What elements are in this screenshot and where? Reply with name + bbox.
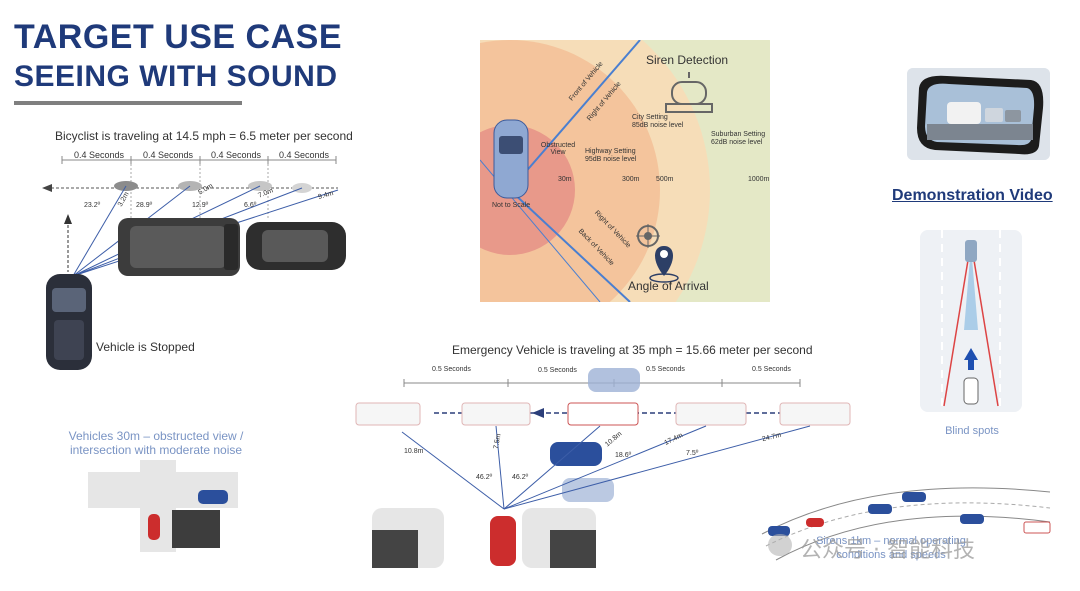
watermark: 公众号 · 智能科技	[800, 538, 975, 563]
highway-caption-line2: conditions and speeds	[836, 549, 946, 561]
wechat-icon	[768, 534, 792, 556]
ambulance-4	[675, 402, 747, 426]
title-divider	[14, 101, 242, 105]
bicycle-angle-2: 28.9º	[136, 202, 153, 209]
city-setting-label: City Setting	[632, 114, 668, 121]
stopped-vehicle-label: Vehicle is Stopped	[96, 340, 195, 354]
bicycle-angle-3: 12.9º	[192, 202, 209, 209]
siren-detection-label: Siren Detection	[646, 53, 729, 67]
ambulance-3	[567, 402, 639, 426]
red-car	[490, 516, 516, 566]
siren-panel: Front of Vehicle Right of Vehicle Right …	[480, 40, 770, 302]
demonstration-video-link[interactable]: Demonstration Video	[892, 187, 1053, 204]
emergency-diagram	[355, 368, 851, 568]
suburban-setting-label: Suburban Setting	[711, 131, 766, 138]
ego-vehicle	[493, 119, 529, 199]
parked-car	[246, 222, 346, 270]
red-car	[148, 514, 160, 540]
ambulance-2	[461, 402, 531, 426]
ambulance-5	[779, 402, 851, 426]
bicycle-interval-1: 0.4 Seconds	[74, 150, 125, 160]
range-300m-label: 300m	[622, 176, 640, 183]
bicycle-interval-2: 0.4 Seconds	[143, 150, 194, 160]
highway-noise-label: 95dB noise level	[585, 156, 637, 163]
angle-of-arrival-label: Angle of Arrival	[628, 279, 709, 293]
emergency-angle-2: 46.2º	[512, 474, 529, 481]
side-mirror-image	[907, 68, 1050, 160]
ambulance-1	[355, 402, 421, 426]
emergency-angle-4: 7.5º	[686, 450, 699, 457]
range-500m-label: 500m	[656, 176, 674, 183]
emergency-distance-1: 10.8m	[404, 448, 424, 455]
blind-spot-diagram	[920, 230, 1022, 412]
emergency-interval-4: 0.5 Seconds	[752, 366, 791, 373]
highway-setting-label: Highway Setting	[585, 148, 636, 155]
emergency-angle-3: 18.6º	[615, 452, 632, 459]
siren-icon	[665, 72, 713, 113]
not-to-scale-label: Not to Scale	[492, 202, 531, 209]
bicycle-angle-1: 23.2º	[84, 202, 101, 209]
ambulance	[1023, 521, 1051, 534]
intersection-diagram	[88, 460, 238, 552]
page-subtitle: SEEING WITH SOUND	[14, 60, 338, 93]
blind-spots-caption: Blind spots	[945, 425, 999, 437]
highway-diagram	[761, 487, 1051, 561]
suburban-noise-label: 62dB noise level	[711, 139, 763, 146]
emergency-interval-1: 0.5 Seconds	[432, 366, 471, 373]
emergency-interval-3: 0.5 Seconds	[646, 366, 685, 373]
blue-car	[198, 490, 228, 504]
parked-suv	[118, 218, 240, 276]
blue-car	[768, 526, 790, 536]
page-title: TARGET USE CASE	[14, 18, 343, 56]
bicycle-interval-4: 0.4 Seconds	[279, 150, 330, 160]
blue-car	[550, 442, 602, 466]
bicycle-angle-4: 6.6º	[244, 202, 257, 209]
emergency-heading: Emergency Vehicle is traveling at 35 mph…	[452, 343, 813, 357]
emergency-interval-2: 0.5 Seconds	[538, 367, 577, 374]
stopped-vehicle	[46, 274, 92, 370]
blind-spot-panel	[920, 230, 1022, 412]
emergency-angle-1: 46.2º	[476, 474, 493, 481]
obstructed-view-label: Obstructed View	[540, 142, 576, 156]
intersection-caption-line2: intersection with moderate noise	[69, 443, 243, 457]
red-car	[806, 518, 824, 527]
bicycle-diagram	[42, 156, 346, 370]
location-pin-icon	[649, 246, 679, 283]
target-crosshair-icon	[636, 224, 660, 248]
range-1000m-label: 1000m	[748, 176, 770, 183]
highway-caption-line1: Sirens 1km – normal operating	[816, 535, 966, 547]
bicycle-heading: Bicyclist is traveling at 14.5 mph = 6.5…	[55, 129, 353, 143]
intersection-caption-line1: Vehicles 30m – obstructed view /	[68, 429, 244, 443]
siren-range-diagram	[480, 40, 770, 302]
bicycle-interval-3: 0.4 Seconds	[211, 150, 262, 160]
range-30m-label: 30m	[558, 176, 572, 183]
city-noise-label: 85dB noise level	[632, 122, 684, 129]
